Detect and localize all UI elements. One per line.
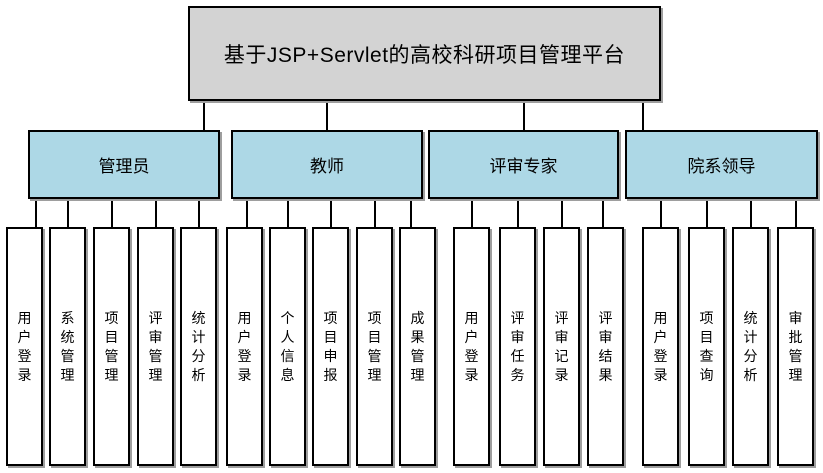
connector-line bbox=[110, 199, 113, 227]
feature-label: 评 审 任 务 bbox=[510, 309, 525, 383]
feature-label: 审 批 管 理 bbox=[788, 309, 803, 383]
connector-line bbox=[794, 199, 797, 227]
connector-line bbox=[34, 199, 37, 227]
connector-line bbox=[373, 199, 376, 227]
root-node-platform-title: 基于JSP+Servlet的高校科研项目管理平台 bbox=[188, 6, 661, 101]
connector-line bbox=[326, 101, 328, 130]
connector-line bbox=[516, 199, 519, 227]
role-node-department-leader: 院系领导 bbox=[625, 130, 818, 199]
feature-node-leader-3: 统 计 分 析 bbox=[732, 227, 769, 466]
feature-label: 项 目 管 理 bbox=[104, 309, 119, 383]
feature-node-admin-2: 系 统 管 理 bbox=[49, 227, 86, 466]
feature-label: 项 目 管 理 bbox=[367, 309, 382, 383]
feature-label: 项 目 申 报 bbox=[323, 309, 338, 383]
connector-line bbox=[66, 199, 69, 227]
feature-node-teacher-5: 成 果 管 理 bbox=[399, 227, 436, 466]
feature-node-admin-5: 统 计 分 析 bbox=[180, 227, 217, 466]
role-node-teacher: 教师 bbox=[231, 130, 423, 199]
feature-node-teacher-3: 项 目 申 报 bbox=[312, 227, 349, 466]
feature-label: 用 户 登 录 bbox=[464, 309, 479, 383]
role-node-review-expert: 评审专家 bbox=[428, 130, 619, 199]
connector-line bbox=[410, 199, 412, 227]
feature-node-admin-1: 用 户 登 录 bbox=[6, 227, 43, 466]
role-node-admin: 管理员 bbox=[28, 130, 220, 199]
connector-line bbox=[246, 199, 248, 227]
connector-line bbox=[705, 199, 708, 227]
feature-label: 用 户 登 录 bbox=[237, 309, 252, 383]
feature-label: 用 户 登 录 bbox=[653, 309, 668, 383]
connector-line bbox=[197, 199, 200, 227]
feature-label: 统 计 分 析 bbox=[191, 309, 206, 383]
connector-line bbox=[560, 199, 563, 227]
feature-node-expert-2: 评 审 任 务 bbox=[499, 227, 536, 466]
feature-node-expert-1: 用 户 登 录 bbox=[453, 227, 490, 466]
feature-label: 用 户 登 录 bbox=[17, 309, 32, 383]
feature-label: 评 审 结 果 bbox=[598, 309, 613, 383]
feature-node-teacher-1: 用 户 登 录 bbox=[226, 227, 263, 466]
feature-label: 评 审 记 录 bbox=[554, 309, 569, 383]
feature-label: 项 目 查 询 bbox=[699, 309, 714, 383]
feature-node-admin-4: 评 审 管 理 bbox=[137, 227, 174, 466]
feature-node-expert-3: 评 审 记 录 bbox=[543, 227, 580, 466]
feature-node-leader-2: 项 目 查 询 bbox=[688, 227, 725, 466]
feature-label: 成 果 管 理 bbox=[410, 309, 425, 383]
feature-node-leader-4: 审 批 管 理 bbox=[777, 227, 814, 466]
connector-line bbox=[286, 199, 289, 227]
connector-line bbox=[329, 199, 332, 227]
connector-line bbox=[522, 101, 525, 130]
feature-label: 统 计 分 析 bbox=[743, 309, 758, 383]
connector-line bbox=[602, 199, 604, 227]
connector-line bbox=[642, 101, 644, 130]
connector-line bbox=[749, 199, 752, 227]
feature-node-teacher-4: 项 目 管 理 bbox=[356, 227, 393, 466]
connector-line bbox=[154, 199, 157, 227]
feature-label: 系 统 管 理 bbox=[60, 309, 75, 383]
feature-node-leader-1: 用 户 登 录 bbox=[642, 227, 679, 466]
feature-node-expert-4: 评 审 结 果 bbox=[587, 227, 624, 466]
connector-line bbox=[470, 199, 473, 227]
connector-line bbox=[203, 101, 205, 130]
feature-label: 评 审 管 理 bbox=[148, 309, 163, 383]
connector-line bbox=[659, 199, 662, 227]
feature-node-admin-3: 项 目 管 理 bbox=[93, 227, 130, 466]
feature-label: 个 人 信 息 bbox=[280, 309, 295, 383]
feature-node-teacher-2: 个 人 信 息 bbox=[269, 227, 306, 466]
